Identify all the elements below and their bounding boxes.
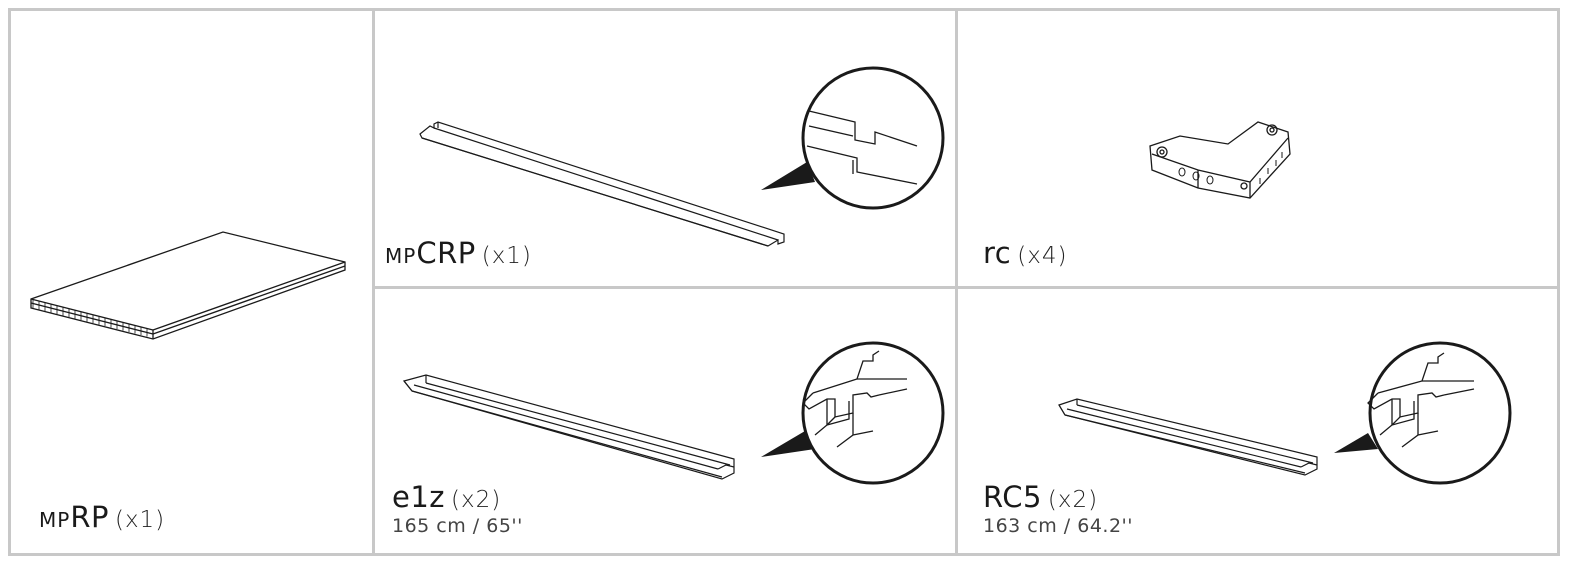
part-label-mpcrp: MPCRP(x1) [385, 239, 532, 268]
part-cell-mprp: MPRP(x1) [11, 11, 369, 553]
part-label-rc: rc(x4) [983, 239, 1067, 268]
rc5-profile-icon [1055, 395, 1335, 495]
magnifier-detail-icon [761, 66, 947, 226]
part-qty: (x2) [1047, 487, 1099, 513]
part-qty: (x4) [1017, 243, 1068, 269]
magnifier-detail-icon [761, 339, 947, 499]
parts-grid [8, 8, 1560, 556]
part-cell-mpcrp: MPCRP(x1) [372, 11, 952, 286]
part-cell-e1z: e1z(x2) 165 cm / 65'' [372, 289, 952, 553]
panel-sheet-icon [27, 229, 367, 359]
part-label-e1z: e1z(x2) [392, 483, 501, 512]
part-qty: (x2) [451, 487, 502, 513]
divider-horizontal [375, 286, 1557, 289]
part-label-rc5: RC5(x2) [983, 483, 1098, 512]
part-qty: (x1) [114, 507, 166, 533]
part-dimension-e1z: 165 cm / 65'' [392, 515, 523, 537]
part-code: RC5 [983, 480, 1042, 514]
part-qty: (x1) [481, 243, 532, 269]
part-label-mprp: MPRP(x1) [39, 503, 165, 532]
rc-corner-bracket-icon [1140, 116, 1300, 216]
divider-vertical-1 [372, 11, 375, 553]
divider-vertical-2 [955, 11, 958, 553]
part-code: CRP [416, 236, 476, 270]
magnifier-detail-icon [1334, 341, 1520, 501]
part-prefix: MP [385, 244, 417, 268]
part-dimension-rc5: 163 cm / 64.2'' [983, 515, 1133, 537]
e1z-profile-icon [400, 367, 750, 497]
part-cell-rc: rc(x4) [955, 11, 1557, 286]
part-cell-rc5: RC5(x2) 163 cm / 64.2'' [955, 289, 1557, 553]
part-prefix: MP [39, 508, 71, 532]
part-code: e1z [392, 480, 446, 514]
crp-rail-icon [412, 116, 792, 256]
part-code: rc [983, 236, 1012, 270]
part-code: RP [70, 500, 109, 534]
